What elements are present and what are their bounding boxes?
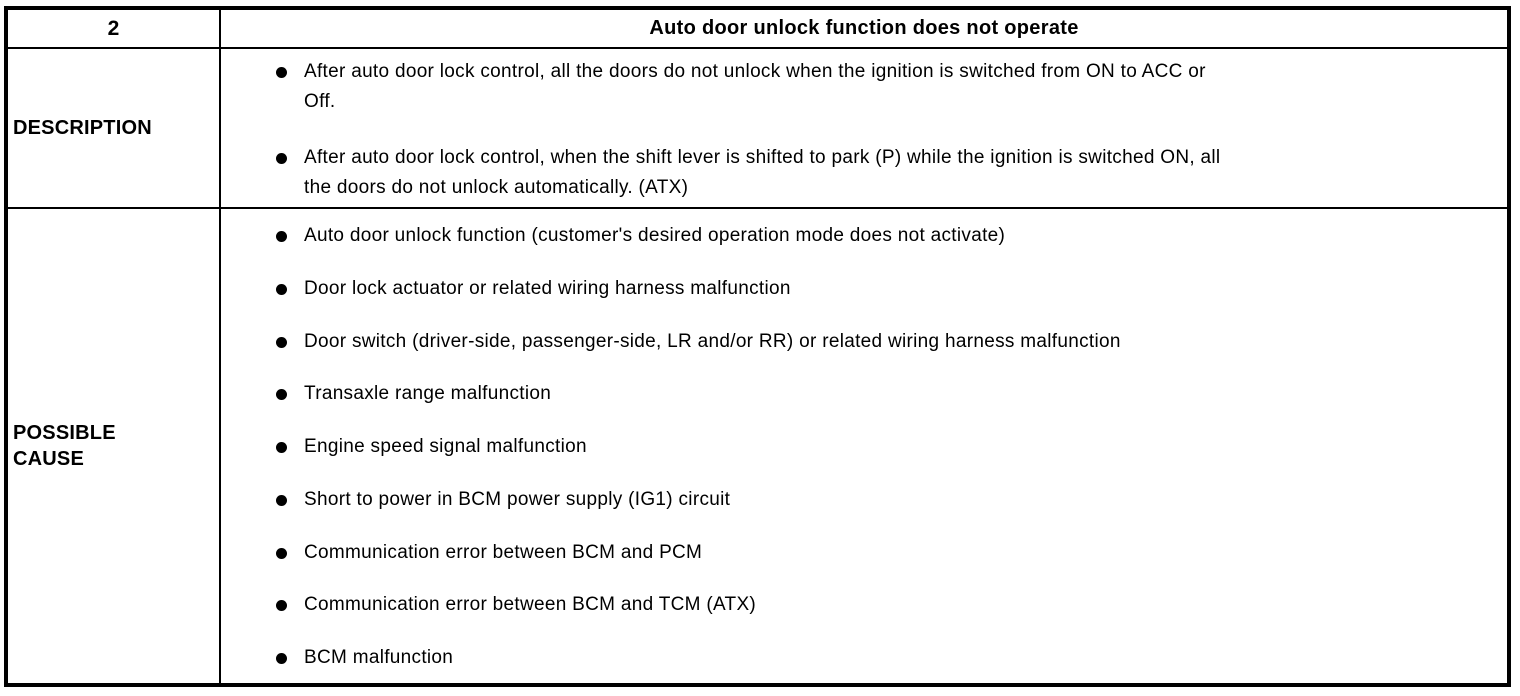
bullet-text: After auto door lock control, all the do… [304, 61, 1206, 112]
description-list-item: After auto door lock control, all the do… [276, 57, 1489, 117]
description-row: DESCRIPTION After auto door lock control… [8, 49, 1507, 209]
possible-cause-list-item: Auto door unlock function (customer's de… [276, 221, 1489, 251]
bullet-text: Communication error between BCM and TCM … [304, 594, 757, 616]
bullet-icon [276, 336, 287, 348]
table-header-row: 2 Auto door unlock function does not ope… [8, 10, 1507, 49]
possible-cause-list-item: BCM malfunction [276, 643, 1489, 673]
possible-cause-list-item: Door lock actuator or related wiring har… [276, 274, 1489, 304]
possible-cause-list-item: Door switch (driver-side, passenger-side… [276, 327, 1489, 357]
bullet-icon [276, 547, 287, 559]
bullet-icon [276, 67, 287, 78]
bullet-icon [276, 153, 287, 164]
bullet-text: Transaxle range malfunction [304, 383, 552, 405]
bullet-icon [276, 231, 287, 242]
bullet-icon [276, 494, 287, 506]
troubleshooting-table: 2 Auto door unlock function does not ope… [4, 6, 1511, 687]
bullet-text: Short to power in BCM power supply (IG1)… [304, 488, 731, 510]
bullet-text: Communication error between BCM and PCM [304, 541, 703, 563]
bullet-text: Door switch (driver-side, passenger-side… [304, 330, 1121, 352]
bullet-text: Door lock actuator or related wiring har… [304, 277, 791, 299]
possible-cause-list-item: Transaxle range malfunction [276, 379, 1489, 409]
possible-cause-list-item: Short to power in BCM power supply (IG1)… [276, 485, 1489, 515]
possible-cause-bullet-list: Auto door unlock function (customer's de… [221, 209, 1507, 683]
description-list-item: After auto door lock control, when the s… [276, 143, 1489, 203]
possible-cause-row: POSSIBLE CAUSE Auto door unlock function… [8, 209, 1507, 683]
description-content-cell: After auto door lock control, all the do… [221, 49, 1507, 207]
bullet-text: After auto door lock control, when the s… [304, 147, 1221, 198]
symptom-title: Auto door unlock function does not opera… [649, 17, 1079, 39]
description-bullet-list: After auto door lock control, all the do… [221, 49, 1507, 207]
bullet-text: Auto door unlock function (customer's de… [304, 225, 1006, 246]
possible-cause-list-item: Communication error between BCM and PCM [276, 538, 1489, 568]
description-label: DESCRIPTION [13, 117, 152, 139]
bullet-icon [276, 389, 287, 401]
possible-cause-content-cell: Auto door unlock function (customer's de… [221, 209, 1507, 683]
possible-cause-label: POSSIBLE CAUSE [13, 422, 116, 470]
bullet-icon [276, 653, 287, 664]
description-label-cell: DESCRIPTION [8, 49, 221, 207]
bullet-icon [276, 283, 287, 295]
bullet-icon [276, 442, 287, 453]
symptom-number-cell: 2 [8, 10, 221, 47]
bullet-text: BCM malfunction [304, 647, 454, 668]
bullet-text: Engine speed signal malfunction [304, 436, 587, 457]
possible-cause-list-item: Communication error between BCM and TCM … [276, 590, 1489, 620]
possible-cause-list-item: Engine speed signal malfunction [276, 432, 1489, 462]
possible-cause-label-cell: POSSIBLE CAUSE [8, 209, 221, 683]
bullet-icon [276, 600, 287, 612]
